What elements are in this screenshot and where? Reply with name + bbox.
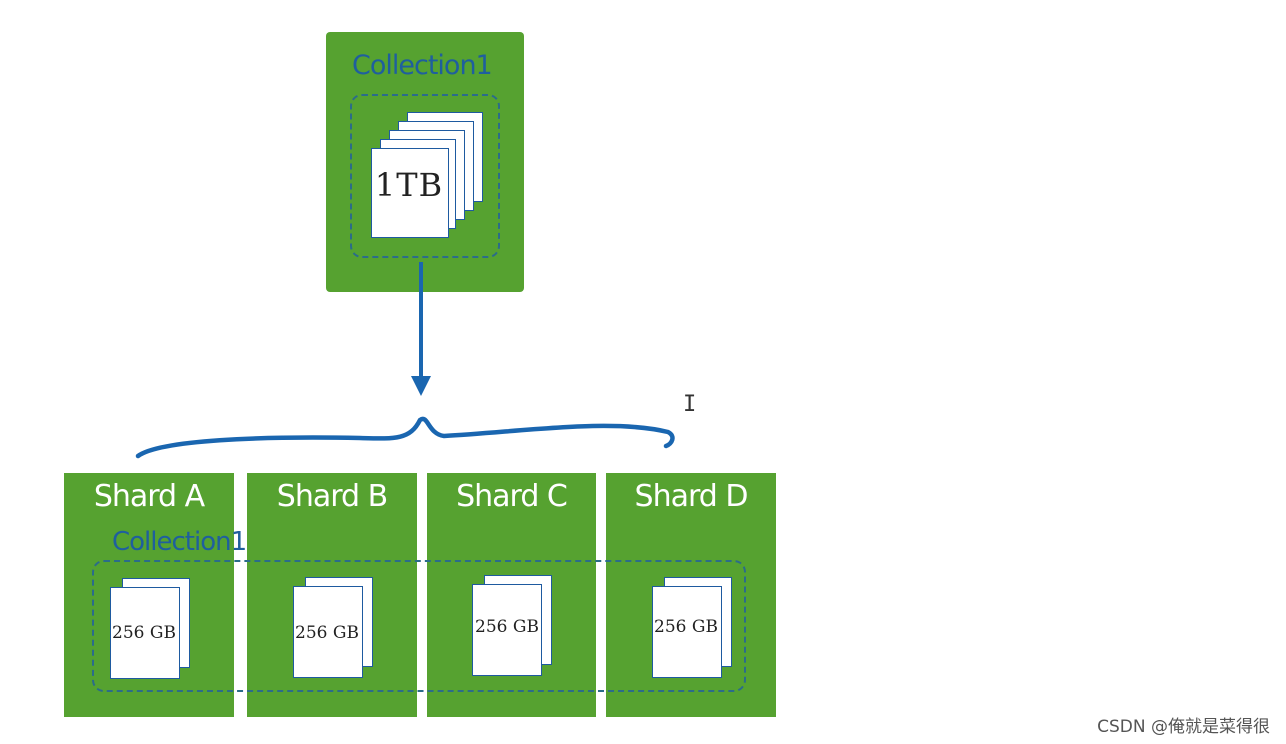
shard-c-doc-size: 256 GB [475,617,539,637]
shard-c-title: Shard C [456,479,568,514]
shard-d-doc-size: 256 GB [654,617,718,637]
top-collection-border [350,94,500,258]
down-arrow-head [411,376,431,396]
top-doc-size-label: 1TB [374,166,444,204]
shard-d-doc-page-front [652,586,722,678]
text-cursor-icon: I [683,392,697,417]
watermark: CSDN @俺就是菜得很 [1097,717,1270,737]
shard-b-doc-page-front [293,586,363,678]
top-doc-page-front [371,148,449,238]
shard-c-doc-page-front [472,584,542,676]
shard-b-doc-size: 256 GB [295,623,359,643]
bottom-collection-title: Collection1 [112,527,247,557]
shard-a-title: Shard A [93,479,205,514]
shard-a-doc-page-front [110,587,180,679]
shard-b-title: Shard B [276,479,388,514]
shard-a-doc-size: 256 GB [112,623,176,643]
bottom-collection-border [92,560,746,692]
top-collection-title: Collection1 [352,50,493,81]
shard-d-title: Shard D [634,479,749,514]
curly-brace [135,416,675,459]
